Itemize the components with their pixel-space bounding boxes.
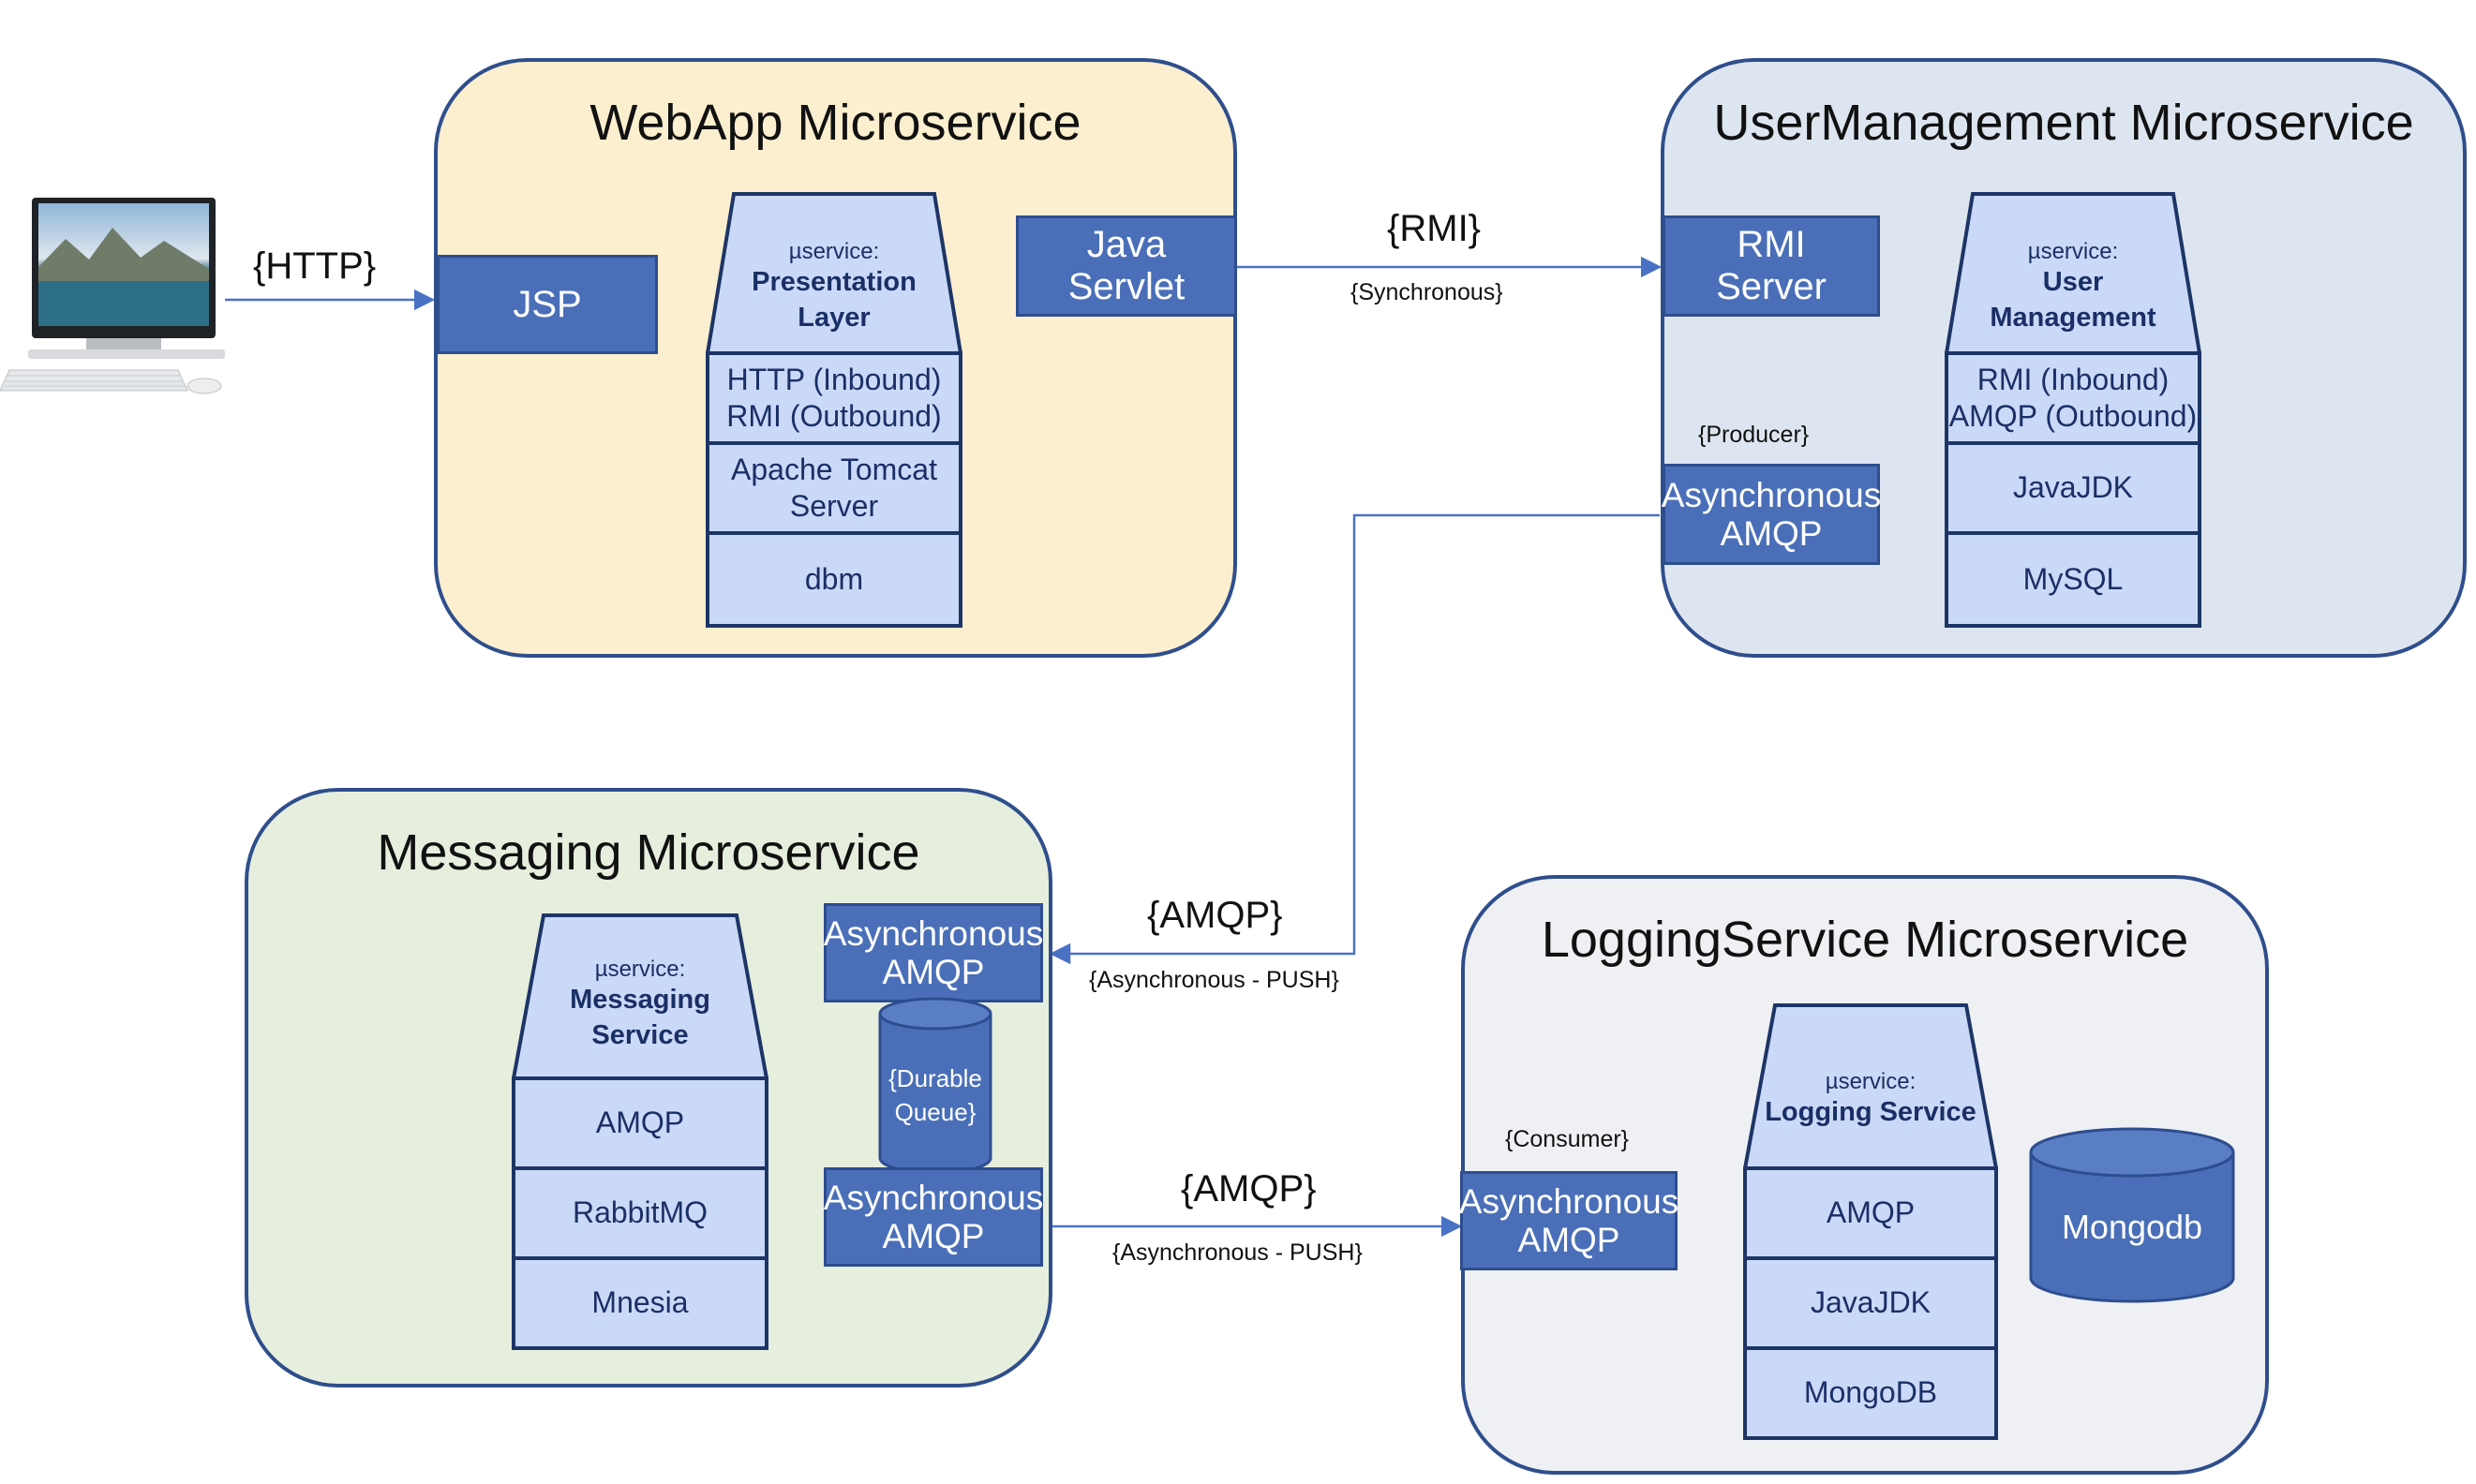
layer-text: Server <box>789 489 879 523</box>
queue-line-1: {Durable <box>888 1064 982 1093</box>
user-management-stack: µservice: User Management RMI (Inbound) … <box>1945 192 2201 628</box>
layer-text: AMQP <box>1826 1195 1916 1230</box>
jsp-label: JSP <box>513 283 582 325</box>
durable-queue-label: {Durable Queue} <box>877 1045 993 1148</box>
layer-text: MySQL <box>2022 561 2124 596</box>
stack-layer-server: Apache Tomcat Server <box>706 441 962 535</box>
servlet-line-1: Java <box>1086 224 1167 266</box>
async-line-1: Asynchronous <box>1458 1181 1679 1221</box>
rmi-label: {RMI} <box>1387 208 1482 249</box>
stack-layer-runtime: JavaJDK <box>1945 441 2201 535</box>
stack-layer-db: Mnesia <box>512 1256 768 1350</box>
stack-name-line-1: Messaging <box>570 985 710 1015</box>
stack-name-line-2: Service <box>591 1019 689 1050</box>
amqp-label-1: {AMQP} <box>1147 895 1283 936</box>
stack-name-line-2: Layer <box>798 302 871 333</box>
stack-layer-runtime: JavaJDK <box>1743 1256 1998 1350</box>
stack-name-line-1: Logging Service <box>1765 1097 1976 1127</box>
micro-label: µservice: <box>2027 239 2119 264</box>
stack-name-line-1: User <box>2042 267 2104 297</box>
async-line-2: AMQP <box>882 1217 985 1255</box>
panel-title: WebApp Microservice <box>589 95 1081 151</box>
async-line-1: Asynchronous <box>1661 475 1882 514</box>
queue-line-2: Queue} <box>894 1098 977 1126</box>
layer-text: Mnesia <box>591 1285 689 1320</box>
layer-text: MongoDB <box>1803 1375 1938 1410</box>
stack-header: µservice: Presentation Layer <box>706 239 962 335</box>
panel-title: Messaging Microservice <box>377 824 920 881</box>
stack-layer-db: MongoDB <box>1743 1346 1998 1440</box>
layer-text: JavaJDK <box>2012 470 2134 505</box>
stack-layer-protocols: HTTP (Inbound) RMI (Outbound) <box>706 351 962 445</box>
mongodb-text: Mongodb <box>2061 1208 2203 1246</box>
async-line-1: Asynchronous <box>823 1178 1044 1217</box>
panel-title: UserManagement Microservice <box>1713 95 2414 151</box>
jsp-box: JSP <box>437 255 658 354</box>
amqp-push-arrow-1 <box>1049 513 1660 965</box>
stack-layer-protocols: RMI (Inbound) AMQP (Outbound) <box>1945 351 2201 445</box>
layer-text: AMQP (Outbound) <box>1948 399 2198 433</box>
stack-layer-broker: RabbitMQ <box>512 1166 768 1260</box>
layer-text: HTTP (Inbound) <box>726 362 942 396</box>
stack-header: µservice: Logging Service <box>1743 1069 1998 1131</box>
consumer-label: {Consumer} <box>1505 1126 1630 1152</box>
rmi-sub-label: {Synchronous} <box>1350 279 1503 305</box>
micro-label: µservice: <box>1825 1069 1917 1094</box>
logging-service-stack: µservice: Logging Service AMQP JavaJDK M… <box>1743 1003 1998 1440</box>
amqp-sub-label-2: {Asynchronous - PUSH} <box>1112 1239 1363 1266</box>
layer-text: RabbitMQ <box>572 1195 708 1230</box>
stack-layer-protocol: AMQP <box>1743 1166 1998 1260</box>
stack-header: µservice: Messaging Service <box>512 957 768 1053</box>
layer-text: RMI (Outbound) <box>726 399 942 433</box>
async-line-2: AMQP <box>1720 514 1823 553</box>
mongodb-cylinder-icon <box>2029 1127 2235 1303</box>
rmi-line-2: Server <box>1716 266 1827 307</box>
messaging-service-stack: µservice: Messaging Service AMQP RabbitM… <box>512 913 768 1350</box>
amqp-label-2: {AMQP} <box>1181 1168 1317 1209</box>
stack-name-line-2: Management <box>1990 302 2156 333</box>
presentation-layer-stack: µservice: Presentation Layer HTTP (Inbou… <box>706 192 962 628</box>
desktop-computer-icon <box>0 198 225 394</box>
servlet-line-2: Servlet <box>1067 266 1186 307</box>
producer-label: {Producer} <box>1698 422 1810 448</box>
stack-layer-protocol: AMQP <box>512 1076 768 1170</box>
stack-layer-db: MySQL <box>1945 531 2201 628</box>
mongodb-label: Mongodb <box>2028 1180 2236 1274</box>
panel-title: LoggingService Microservice <box>1541 912 2189 968</box>
async-line-2: AMQP <box>882 953 985 991</box>
stack-header: µservice: User Management <box>1945 239 2201 335</box>
layer-text: JavaJDK <box>1810 1285 1932 1320</box>
stack-name-line-1: Presentation <box>752 267 917 297</box>
stack-layer-db: dbm <box>706 531 962 628</box>
layer-text: Apache Tomcat <box>731 452 937 486</box>
micro-label: µservice: <box>594 957 686 982</box>
layer-text: AMQP <box>595 1106 685 1140</box>
rmi-line-1: RMI <box>1737 224 1806 266</box>
async-line-1: Asynchronous <box>823 913 1044 953</box>
layer-text: dbm <box>804 561 864 596</box>
async-line-2: AMQP <box>1517 1221 1620 1259</box>
http-label: {HTTP} <box>253 245 377 287</box>
micro-label: µservice: <box>788 239 880 264</box>
amqp-sub-label-1: {Asynchronous - PUSH} <box>1089 967 1339 993</box>
layer-text: RMI (Inbound) <box>1976 362 2170 396</box>
